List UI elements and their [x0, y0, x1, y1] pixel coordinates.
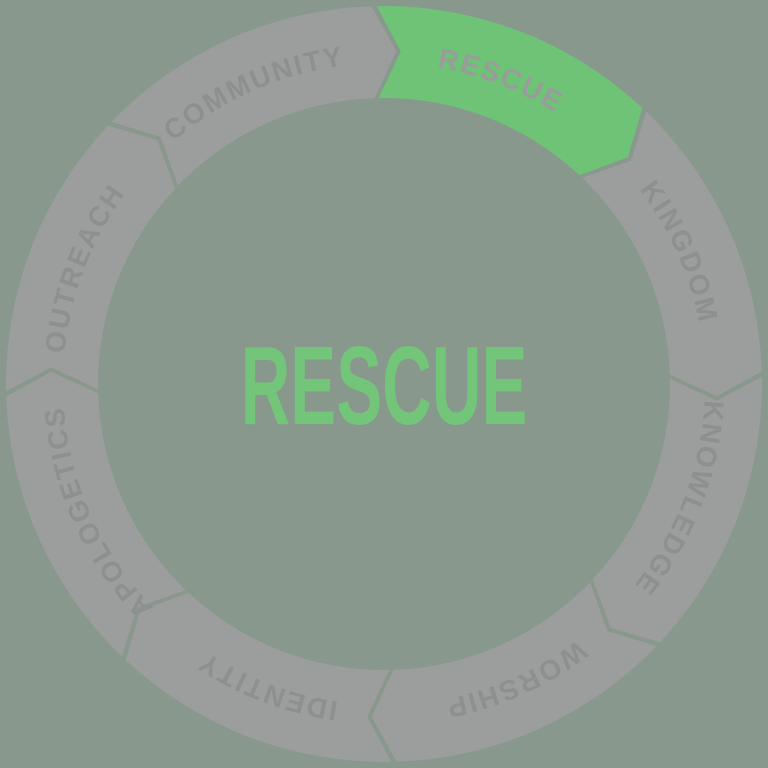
ring-segments [6, 6, 762, 762]
segment-kingdom [582, 111, 762, 397]
segment-rescue [376, 6, 643, 176]
segment-outreach [6, 125, 176, 392]
segment-worship [371, 582, 657, 762]
segment-community [111, 6, 397, 186]
segment-apologetics [6, 371, 186, 657]
segment-identity [125, 592, 392, 762]
center-label: RESCUE [241, 323, 528, 448]
segment-knowledge [592, 376, 762, 643]
